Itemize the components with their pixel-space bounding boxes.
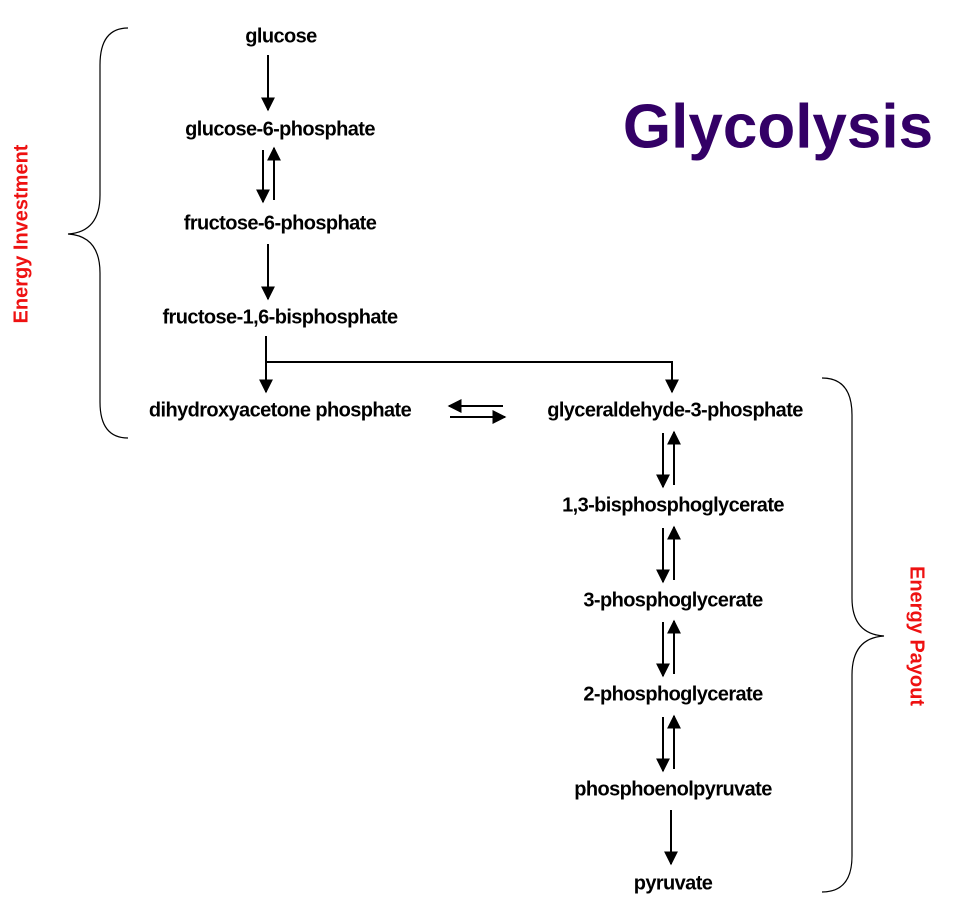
node-phosphoenolpyruvate: phosphoenolpyruvate [574, 778, 772, 801]
node-1-3-bisphosphoglycerate: 1,3-bisphosphoglycerate [562, 494, 784, 517]
node-glucose: glucose [245, 25, 317, 48]
arrow-f16bp-to-g3p [266, 361, 679, 394]
node-3-phosphoglycerate: 3-phosphoglycerate [583, 589, 763, 612]
node-fructose-1-6-bisphosphate: fructose-1,6-bisphosphate [162, 306, 398, 329]
node-2-phosphoglycerate: 2-phosphoglycerate [583, 683, 763, 706]
node-glyceraldehyde-3-phosphate: glyceraldehyde-3-phosphate [547, 399, 803, 422]
node-pyruvate: pyruvate [633, 872, 713, 895]
brace-energy-payout [821, 377, 885, 893]
node-glucose-6-phosphate: glucose-6-phosphate [185, 118, 375, 141]
node-dihydroxyacetone-phosphate: dihydroxyacetone phosphate [148, 399, 412, 422]
diagram-title: Glycolysis [622, 92, 934, 162]
node-fructose-6-phosphate: fructose-6-phosphate [183, 212, 377, 235]
brace-energy-investment [67, 27, 129, 439]
